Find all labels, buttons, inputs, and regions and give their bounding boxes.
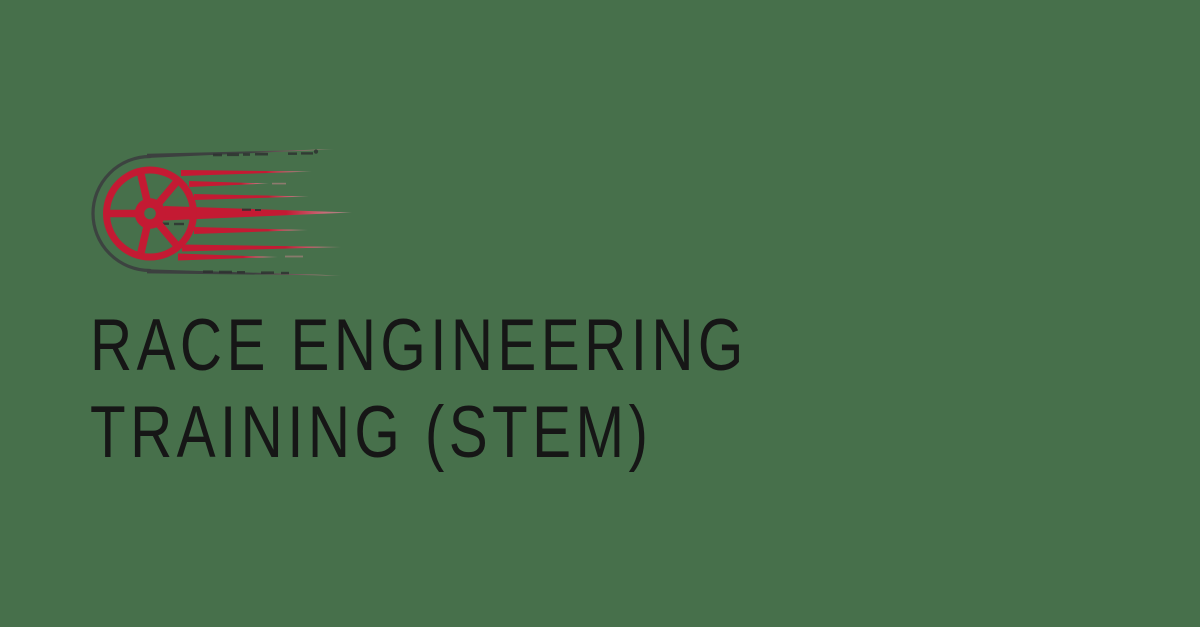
speed-streaks — [161, 170, 352, 261]
wheel — [103, 166, 197, 261]
brand-title-line1: RACE ENGINEERING — [90, 305, 748, 386]
speeding-race-wheel-icon — [91, 149, 352, 276]
brand-title-line2: TRAINING (STEM) — [90, 392, 653, 473]
